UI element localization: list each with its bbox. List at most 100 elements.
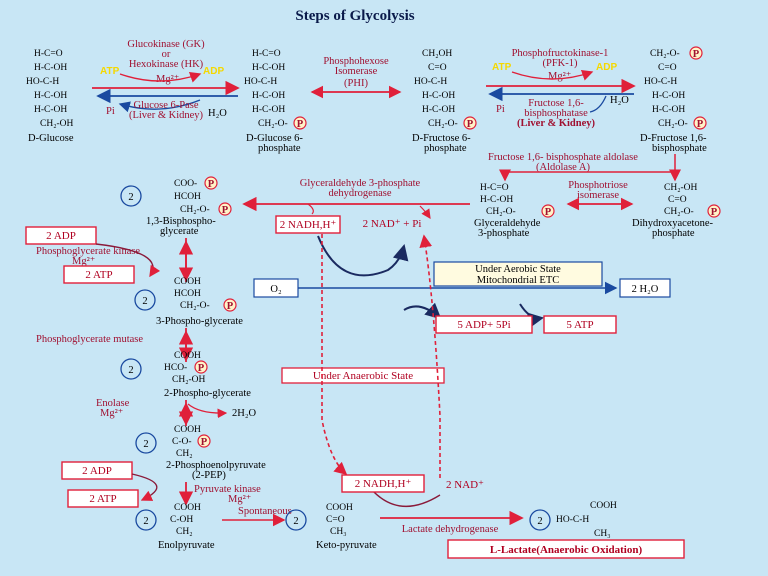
- nad-label: 2 NAD⁺ + Pi: [363, 218, 422, 230]
- f6p-structure: CH₂OH C=O HO-C-H H-C-OH H-C-OH CH₂-O- P …: [412, 49, 477, 154]
- atp-box: [63, 265, 135, 284]
- glucose-line: HO-C-H: [26, 77, 59, 87]
- bpg-name: 1,3-Bisphospho-: [146, 216, 216, 227]
- bpg-line: COO-: [174, 179, 197, 189]
- gap-name: 3-phosphate: [478, 228, 530, 239]
- adp-box: [61, 461, 133, 480]
- f16bp-line: HO-C-H: [644, 77, 677, 87]
- pg3-line: CH₂-O-: [180, 301, 210, 311]
- phosphate-icon: [197, 434, 211, 448]
- pg3-line: COOH: [174, 277, 201, 287]
- phosphate-icon: [204, 176, 218, 190]
- dhap-line: CH₂-OH: [664, 183, 698, 193]
- enolpyr-line: CH₂: [176, 527, 193, 537]
- ketopyr-line: COOH: [326, 503, 353, 513]
- lactate-state-label: L-Lactate(Anaerobic Oxidation): [490, 544, 643, 556]
- gap-line: H-C-OH: [480, 195, 513, 205]
- stoich-label: 2: [142, 296, 147, 307]
- anaerobic-label: Under Anaerobic State: [313, 370, 413, 382]
- g6p-line: CH₂-O-: [258, 119, 288, 129]
- pep-structure: 2 COOH C-O- P CH₂ 2-Phosphoenolpyruvate …: [135, 425, 266, 481]
- stoich-circle: [135, 509, 157, 531]
- enzyme-f16bpase: bisphosphatase: [524, 108, 588, 119]
- nadh-bottom-label: 2 NADH,H⁺: [355, 478, 412, 490]
- glucose-line: H-C-OH: [34, 91, 67, 101]
- glucose-line: H-C-OH: [34, 105, 67, 115]
- enzyme-f16bpase: (Liver & Kidney): [517, 118, 595, 129]
- phosphate-icon: [463, 116, 477, 130]
- pi-label: Pi: [106, 106, 115, 117]
- stoich-circle: [120, 185, 142, 207]
- h2o-label: H₂O: [610, 95, 629, 106]
- enzyme-pk: Pyruvate kinase: [194, 484, 261, 495]
- stoich-label: 2: [128, 192, 133, 203]
- enzyme-tpi: Phosphotriose: [568, 180, 628, 191]
- enzyme-pgm: Phosphoglycerate mutase: [36, 334, 143, 345]
- phosphate-icon: [707, 204, 721, 218]
- nadh-bottom-box: [341, 474, 425, 493]
- enzyme-g6pase: (Liver & Kidney): [129, 110, 204, 121]
- stoich-label: 2: [537, 516, 542, 527]
- stoich-circle: [285, 509, 307, 531]
- enolpyr-line: COOH: [174, 503, 201, 513]
- atp-label: ATP: [100, 66, 120, 77]
- atp-box: [67, 489, 139, 508]
- nad-bottom-label: 2 NAD⁺: [446, 479, 484, 491]
- enolpyruvate-structure: 2 COOH C-OH CH₂ Enolpyruvate: [135, 503, 215, 551]
- adp5-label: 5 ADP+ 5Pi: [457, 319, 510, 331]
- lactate-line: CH₃: [594, 529, 611, 539]
- h2o-out-label: 2 H₂O: [632, 284, 659, 295]
- pg2-name: 2-Phospho-glycerate: [164, 388, 251, 399]
- pg2-structure: 2 COOH HCO- P CH₂-OH 2-Phospho-glycerate: [120, 351, 251, 399]
- ketopyr-line: C=O: [326, 515, 345, 525]
- f6p-line: C=O: [428, 63, 447, 73]
- f6p-line: CH₂OH: [422, 49, 452, 59]
- enzyme-ldh: Lactate dehydrogenase: [402, 524, 499, 535]
- dhap-line: CH₂-O-: [664, 207, 694, 217]
- pg2-line: COOH: [174, 351, 201, 361]
- enzyme-pgk: Phosphoglycerate kinase: [36, 246, 140, 257]
- pep-line: C-O-: [172, 437, 192, 447]
- stoich-circle: [120, 358, 142, 380]
- ketopyr-line: CH₃: [330, 527, 347, 537]
- glucose-line: H-C=O: [34, 49, 63, 59]
- atp-label: ATP: [492, 62, 512, 73]
- enolpyr-line: C-OH: [170, 515, 193, 525]
- f6p-line: CH₂-O-: [428, 119, 458, 129]
- phosphate-symbol: P: [467, 119, 474, 130]
- phosphate-symbol: P: [198, 363, 205, 374]
- adp-label: ADP: [596, 62, 617, 73]
- atp2-label: 2 ATP: [89, 493, 116, 505]
- bpg-line: CH₂-O-: [180, 205, 210, 215]
- lactate-structure: 2 COOH HO-C-H CH₃: [529, 501, 617, 539]
- phosphate-icon: [689, 46, 703, 60]
- glucose-line: CH₂-OH: [40, 119, 74, 129]
- enzyme-spontaneous: Spontaneous: [238, 506, 292, 517]
- bpg-structure: 2 COO- P HCOH CH₂-O- P 1,3-Bisphospho- g…: [120, 176, 232, 237]
- page-title: Steps of Glycolysis: [295, 8, 414, 24]
- dhap-structure: CH₂-OH C=O CH₂-O- P Dihydroxyacetone- ph…: [632, 183, 721, 239]
- phosphate-symbol: P: [697, 119, 704, 130]
- g6p-line: H-C-OH: [252, 105, 285, 115]
- pg3-name: 3-Phospho-glycerate: [156, 316, 243, 327]
- mg2-label: Mg²⁺: [72, 256, 96, 267]
- phosphate-symbol: P: [201, 437, 208, 448]
- enzyme-pfk: (PFK-1): [542, 58, 578, 69]
- atp5-box: [543, 315, 617, 334]
- g6p-structure: H-C=O H-C-OH HO-C-H H-C-OH H-C-OH CH₂-O-…: [244, 49, 307, 154]
- f16bp-structure: CH₂-O- P C=O HO-C-H H-C-OH H-C-OH CH₂-O-…: [640, 46, 707, 154]
- h2o2-label: 2H₂O: [232, 408, 256, 419]
- glucose-line: H-C-OH: [34, 63, 67, 73]
- pg3-structure: 2 COOH HCOH CH₂-O- P 3-Phospho-glycerate: [134, 277, 243, 327]
- f16bp-name: D-Fructose 1,6-: [640, 133, 707, 144]
- f16bp-line: C=O: [658, 63, 677, 73]
- lactate-line: HO-C-H: [556, 515, 589, 525]
- f6p-line: H-C-OH: [422, 91, 455, 101]
- phosphate-symbol: P: [297, 119, 304, 130]
- phosphate-symbol: P: [222, 205, 229, 216]
- adp2-label: 2 ADP: [46, 230, 76, 242]
- enzyme-aldolase: Fructose 1,6- bisphosphate aldolase: [488, 152, 638, 163]
- enzyme-f16bpase: Fructose 1,6-: [528, 98, 584, 109]
- pep-line: COOH: [174, 425, 201, 435]
